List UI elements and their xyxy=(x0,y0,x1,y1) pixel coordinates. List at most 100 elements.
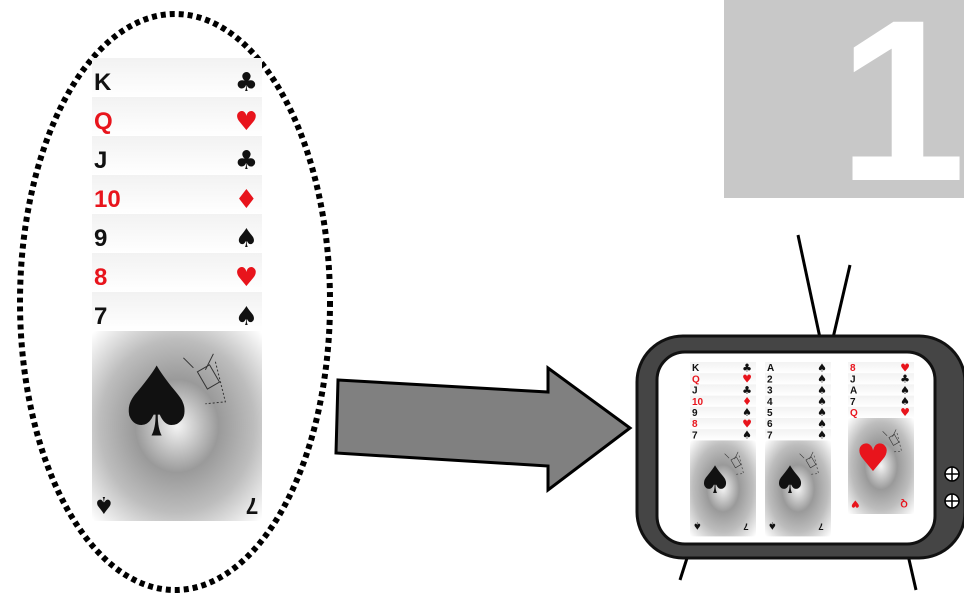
card-row xyxy=(765,373,831,385)
card-suit-icon: ♦ xyxy=(235,185,258,215)
card-row xyxy=(690,418,756,430)
card-row xyxy=(92,175,262,214)
card-rank: 6 xyxy=(767,419,773,430)
card-suit-icon: ♥ xyxy=(900,361,910,374)
tv-card-columns: K♣Q♥J♣10♦9♠8♥7♠♠♠7A♠2♠3♠4♠5♠6♠7♠♠♠78♥J♣A… xyxy=(690,361,914,537)
card-face xyxy=(690,440,756,537)
tv-set: K♣Q♥J♣10♦9♠8♥7♠♠♠7A♠2♠3♠4♠5♠6♠7♠♠♠78♥J♣A… xyxy=(635,234,964,591)
number-badge: 1 xyxy=(724,0,964,229)
card-suit-icon: ♥ xyxy=(235,107,258,137)
card-rank: K xyxy=(94,69,112,96)
card-suit-icon: ♥ xyxy=(900,406,910,419)
card-rank: 7 xyxy=(692,430,698,441)
card-suit-icon: ♣ xyxy=(235,68,258,98)
card-rank: J xyxy=(692,386,698,397)
card-suit-icon: ♠ xyxy=(817,361,827,374)
card-corner-rank: 7 xyxy=(743,520,748,531)
card-row xyxy=(690,373,756,385)
card-rank: 8 xyxy=(692,419,698,430)
card-rank: J xyxy=(850,374,856,385)
card-rank: 8 xyxy=(94,264,107,291)
zoomed-card-cascade: K♣Q♥J♣10♦9♠8♥7♠♠♠7 xyxy=(92,58,262,521)
card-center-suit-icon: ♥ xyxy=(856,436,890,480)
card-rank: 8 xyxy=(850,363,856,374)
card-row xyxy=(765,395,831,407)
card-row xyxy=(765,406,831,418)
card-row xyxy=(92,97,262,136)
tv-knob-top-icon xyxy=(944,466,960,482)
card-rank: 10 xyxy=(692,397,704,408)
card-corner-rank: 7 xyxy=(818,520,823,531)
card-suit-icon: ♠ xyxy=(817,373,827,386)
card-center-suit-icon: ♠ xyxy=(698,458,732,502)
card-row xyxy=(690,429,756,441)
card-rank: Q xyxy=(692,374,700,385)
card-suit-icon: ♥ xyxy=(742,417,752,430)
card-rank: 7 xyxy=(850,397,856,408)
card-row xyxy=(765,418,831,430)
card-row xyxy=(92,58,262,97)
card-rank: 9 xyxy=(94,225,107,252)
card-row xyxy=(848,406,914,418)
highlight-ellipse xyxy=(17,11,333,593)
card-rank: 7 xyxy=(94,303,107,330)
card-row xyxy=(848,362,914,374)
card-rank: Q xyxy=(850,408,858,419)
card-suit-icon: ♠ xyxy=(900,395,910,408)
card-row xyxy=(92,253,262,292)
card-rank: 10 xyxy=(94,186,121,213)
card-suit-icon: ♠ xyxy=(817,417,827,430)
card-row xyxy=(690,362,756,374)
right-arrow-icon xyxy=(334,365,633,494)
card-sketch-icon xyxy=(724,451,744,475)
card-rank: 9 xyxy=(692,408,698,419)
card-suit-icon: ♠ xyxy=(900,384,910,397)
card-row xyxy=(765,384,831,396)
card-rank: 3 xyxy=(767,386,773,397)
card-rank: A xyxy=(767,363,774,374)
card-row xyxy=(765,362,831,374)
card-face xyxy=(765,440,831,537)
card-rank: 7 xyxy=(767,430,773,441)
card-suit-icon: ♠ xyxy=(817,395,827,408)
card-row xyxy=(848,395,914,407)
card-suit-icon: ♣ xyxy=(742,361,752,374)
card-suit-icon: ♣ xyxy=(742,384,752,397)
card-rank: 2 xyxy=(767,374,773,385)
card-suit-icon: ♥ xyxy=(235,263,258,293)
card-suit-icon: ♥ xyxy=(742,373,752,386)
card-suit-icon: ♣ xyxy=(235,146,258,176)
card-suit-icon: ♠ xyxy=(817,384,827,397)
card-rank: J xyxy=(94,147,107,174)
card-center-suit-icon: ♠ xyxy=(773,458,807,502)
card-suit-icon: ♠ xyxy=(235,302,258,332)
card-row xyxy=(690,384,756,396)
card-row xyxy=(690,395,756,407)
card-rank: Q xyxy=(94,108,113,135)
card-suit-icon: ♠ xyxy=(817,406,827,419)
tv-antenna-left xyxy=(796,234,822,339)
card-corner-suit-icon: ♥ xyxy=(851,497,860,508)
card-rank: 5 xyxy=(767,408,773,419)
card-row xyxy=(92,292,262,331)
number-badge-box xyxy=(724,0,964,198)
card-rank: K xyxy=(692,363,700,374)
card-row xyxy=(690,406,756,418)
card-corner-suit-icon: ♠ xyxy=(93,491,114,519)
tv-knob-bottom-icon xyxy=(944,493,960,509)
number-badge-label: 1 xyxy=(838,0,964,229)
tv-antenna-right xyxy=(831,264,852,339)
card-row xyxy=(92,136,262,175)
card-sketch-icon xyxy=(882,429,902,453)
card-corner-rank: 7 xyxy=(246,493,259,519)
card-suit-icon: ♠ xyxy=(742,429,752,442)
card-suit-icon: ♠ xyxy=(817,429,827,442)
card-face xyxy=(848,418,914,514)
card-rank: 4 xyxy=(767,397,773,408)
card-sketch-icon xyxy=(799,451,819,475)
card-suit-icon: ♠ xyxy=(742,406,752,419)
card-row xyxy=(765,429,831,441)
card-center-suit-icon: ♠ xyxy=(114,347,200,459)
card-corner-suit-icon: ♠ xyxy=(693,520,702,531)
